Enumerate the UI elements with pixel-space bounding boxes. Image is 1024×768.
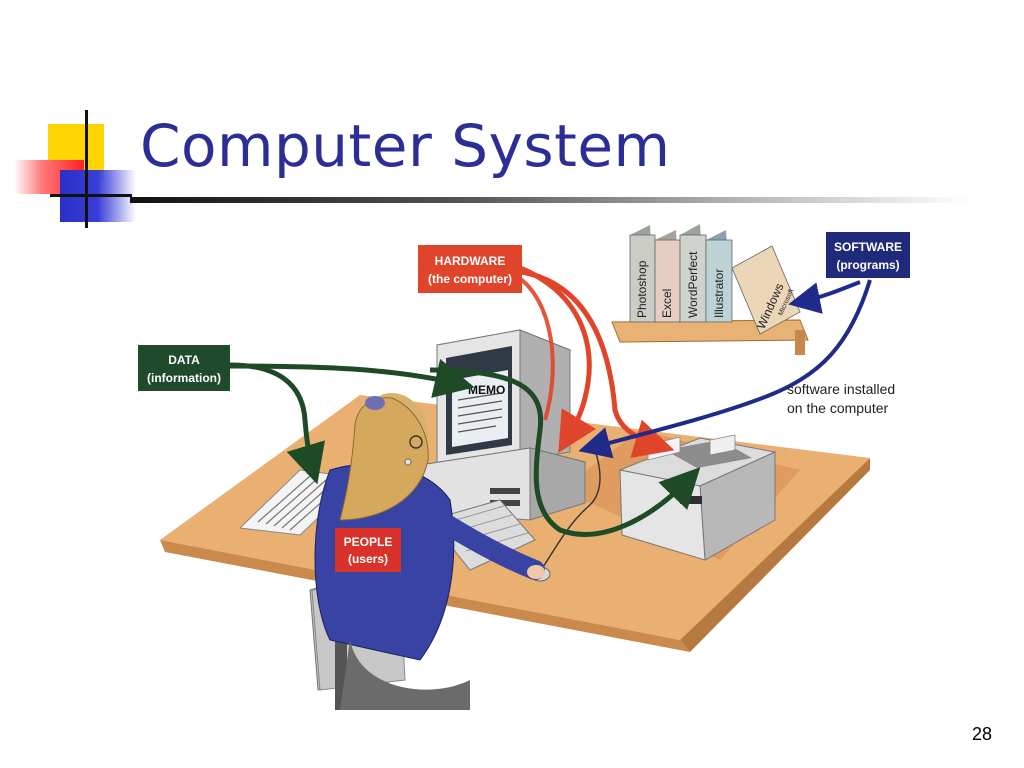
people-tag-line1: PEOPLE — [344, 535, 393, 549]
title-decoration-vertical-line — [85, 110, 88, 228]
hardware-tag: HARDWARE (the computer) — [418, 245, 522, 293]
data-tag-line1: DATA — [168, 353, 200, 367]
books: Photoshop Excel WordPerfect Illustrator … — [629, 224, 801, 335]
book-label-illustrator: Illustrator — [712, 269, 726, 318]
data-arrow-to-printer — [429, 367, 701, 537]
software-installed-note: software installed on the computer — [787, 381, 895, 416]
hardware-arrow-to-monitor — [519, 265, 597, 453]
data-arrow-to-paper — [229, 362, 325, 485]
people-tag: PEOPLE (users) — [335, 528, 401, 572]
software-installed-note-line2: on the computer — [787, 400, 889, 416]
book-wordperfect: WordPerfect — [679, 224, 707, 323]
bookshelf — [611, 319, 809, 355]
software-tag-line1: SOFTWARE — [834, 240, 902, 254]
software-tag: SOFTWARE (programs) — [826, 232, 910, 278]
software-installed-note-line1: software installed — [787, 381, 895, 397]
data-tag: DATA (information) — [138, 345, 230, 391]
hardware-arrow-to-desk — [513, 273, 555, 421]
people-tag-line2: (users) — [348, 552, 388, 566]
slide-title: Computer System — [140, 112, 671, 180]
data-tag-line2: (information) — [147, 371, 221, 385]
book-illustrator: Illustrator — [705, 230, 733, 323]
hardware-tag-line2: (the computer) — [428, 272, 512, 286]
book-excel: Excel — [654, 230, 681, 323]
book-label-excel: Excel — [660, 289, 674, 318]
software-arrow-to-computer — [578, 279, 872, 459]
title-decoration-horizontal-line — [50, 194, 132, 197]
monitor-screen-memo: MEMO — [468, 383, 505, 397]
book-label-wordperfect: WordPerfect — [686, 251, 700, 318]
title-underline — [130, 197, 970, 203]
book-photoshop: Photoshop — [629, 225, 656, 323]
software-arrow-to-books — [788, 280, 861, 314]
book-label-photoshop: Photoshop — [635, 260, 649, 318]
software-tag-line2: (programs) — [836, 258, 899, 272]
data-arrow-to-monitor — [229, 358, 475, 398]
page-number: 28 — [971, 724, 992, 744]
person — [309, 393, 545, 710]
hardware-tag-line1: HARDWARE — [435, 254, 506, 268]
